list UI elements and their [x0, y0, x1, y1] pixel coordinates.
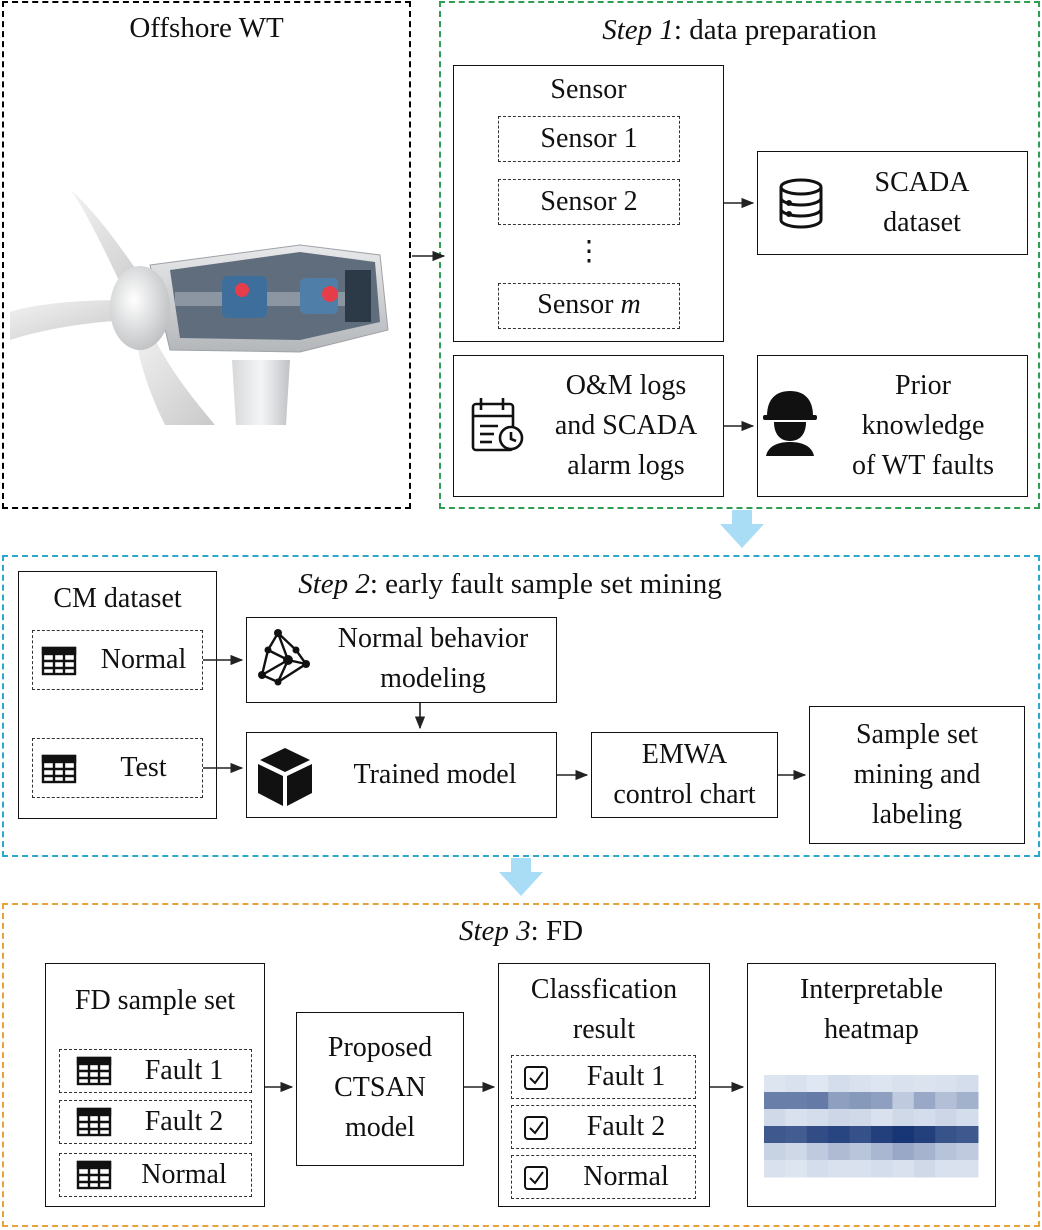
sensor-m-box — [498, 283, 680, 329]
step1-title-step: Step 1 — [602, 14, 674, 46]
sensor-2-box — [498, 179, 680, 225]
normal-fd-input-label: Normal — [141, 1159, 227, 1190]
step2-title: Step 2: early fault sample set mining — [160, 566, 860, 602]
offshore-wt-title: Offshore WT — [129, 12, 284, 44]
test-input-label: Test — [120, 752, 167, 783]
sensor-m-prefix: Sensor — [537, 289, 621, 320]
emwa-label: EMWA control chart — [613, 739, 756, 810]
step3-title-rest: : FD — [530, 915, 584, 947]
fd-sample-set-label: FD sample set — [74, 985, 236, 1016]
logs-label: O&M logs and SCADA alarm logs — [554, 370, 698, 481]
sensor-1-box — [498, 116, 680, 162]
step-arrow-2-to-3 — [499, 858, 543, 896]
step3-panel — [2, 903, 1040, 1227]
nbm-label: Normal behavior modeling — [337, 623, 529, 694]
trained-model-label: Trained model — [353, 759, 517, 790]
result-fault2-label: Fault 2 — [586, 1111, 666, 1142]
sensor-ellipsis: ⋮ — [575, 236, 603, 267]
sample-mining-label: Sample set mining and labeling — [853, 719, 981, 830]
sensor-m-var: m — [620, 289, 641, 320]
step3-title-step: Step 3 — [458, 915, 531, 947]
cm-dataset-label: CM dataset — [53, 583, 182, 614]
sensor-m-label: Sensor m — [498, 285, 680, 325]
step1-title: Step 1: data preparation — [439, 12, 1040, 48]
emwa-box — [591, 732, 778, 818]
scada-dataset-label: SCADA dataset — [874, 167, 970, 238]
sensor-2-label: Sensor 2 — [540, 186, 638, 217]
proposed-model-label: Proposed CTSAN model — [327, 1032, 433, 1143]
heatmap-label: Interpretable heatmap — [799, 974, 944, 1045]
fault2-input-label: Fault 2 — [144, 1106, 224, 1137]
step2-title-step: Step 2 — [298, 568, 370, 600]
normal-input-label: Normal — [100, 644, 187, 675]
result-fault1-label: Fault 1 — [586, 1061, 666, 1092]
offshore-wt-panel — [2, 1, 411, 509]
step1-title-rest: : data preparation — [673, 14, 877, 46]
sensor-1-label: Sensor 1 — [540, 123, 638, 154]
step-arrow-1-to-2 — [720, 510, 764, 548]
fault1-input-label: Fault 1 — [144, 1055, 224, 1086]
classification-label: Classfication result — [530, 974, 678, 1045]
result-normal-label: Normal — [583, 1161, 669, 1192]
proposed-model-box — [296, 1012, 464, 1166]
step3-title: Step 3: FD — [2, 913, 1040, 949]
sample-mining-box — [809, 706, 1025, 844]
prior-knowledge-label: Prior knowledge of WT faults — [851, 370, 995, 481]
step2-title-rest: : early fault sample set mining — [369, 568, 722, 600]
step2-panel — [2, 555, 1040, 857]
sensor-group-label: Sensor — [550, 74, 627, 105]
